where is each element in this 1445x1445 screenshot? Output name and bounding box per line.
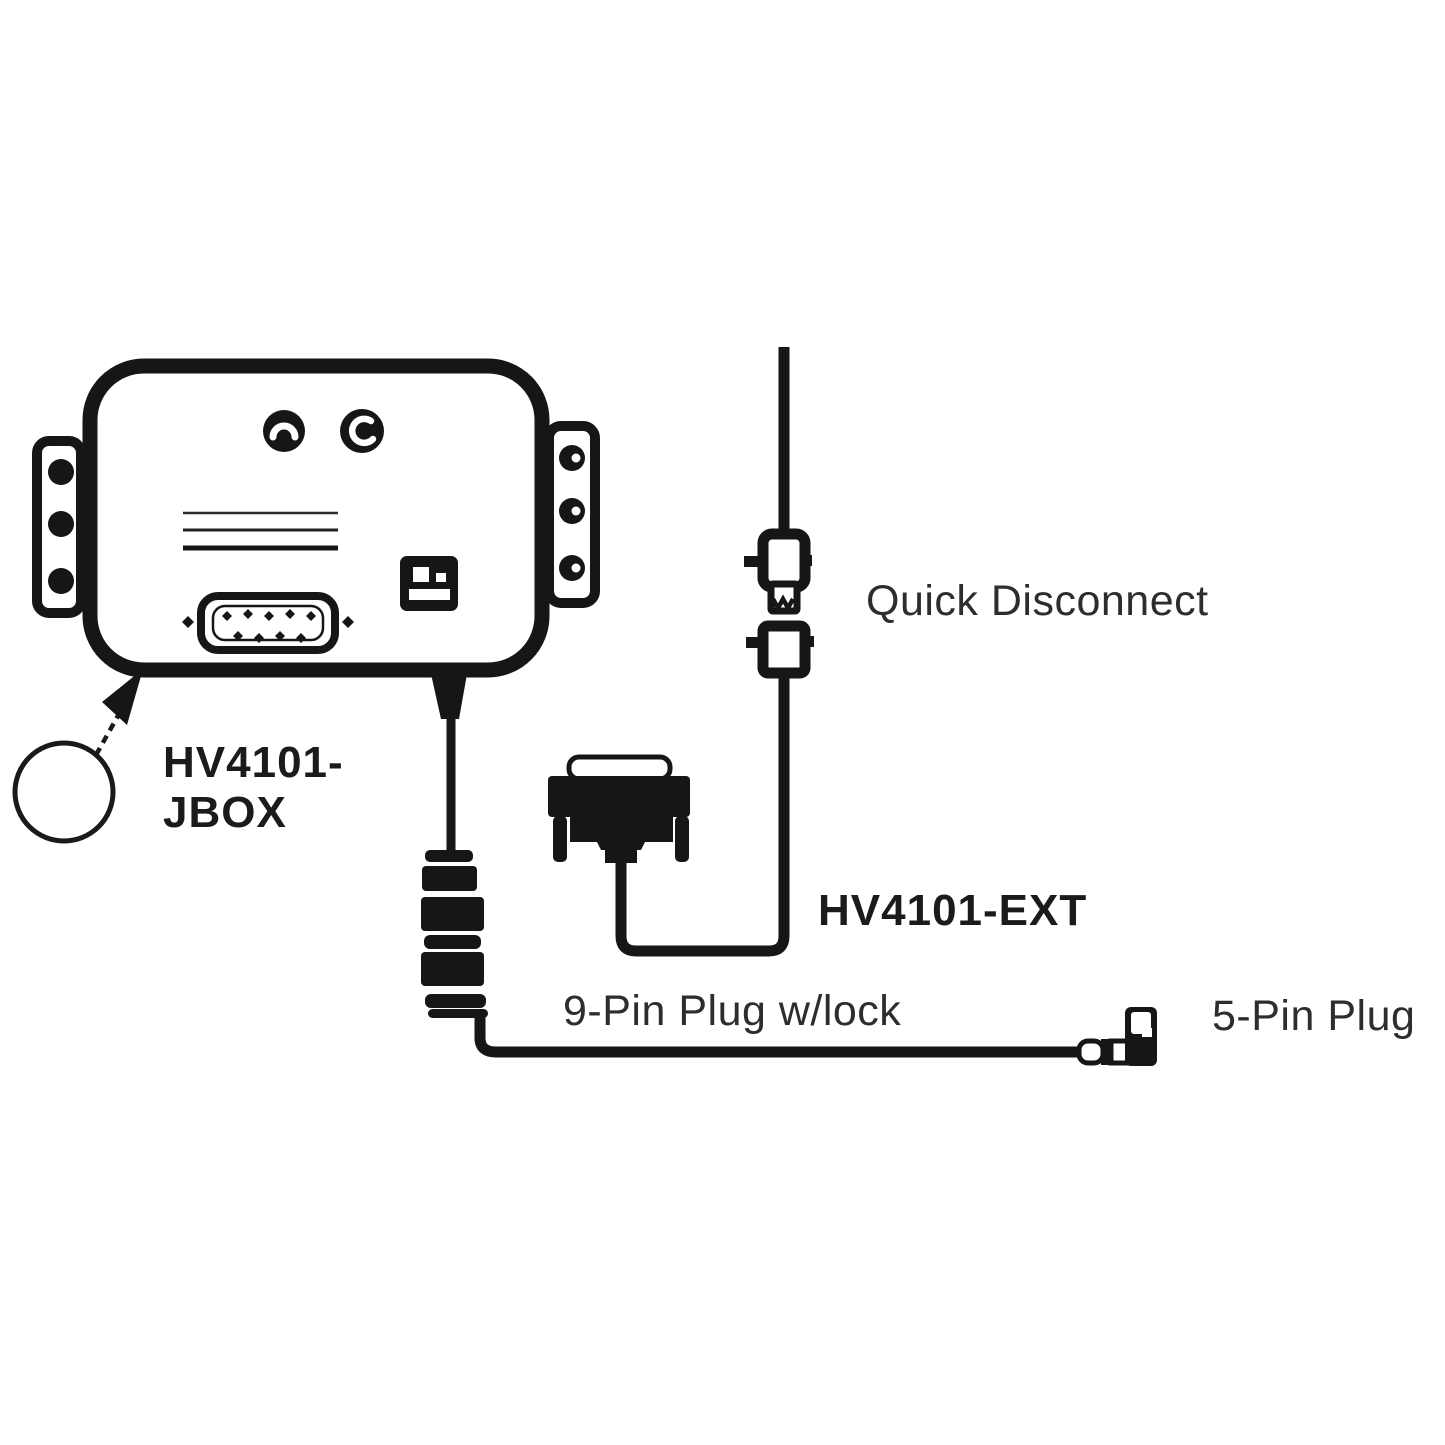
knob-right-icon [340, 409, 384, 453]
jbox-cable-stub [431, 674, 467, 719]
dsub-pin [233, 631, 243, 641]
knob-right-mark [348, 415, 377, 447]
5-pin-right-angle-plug [1076, 1007, 1157, 1066]
fivepin-collar [1076, 1038, 1106, 1066]
dsub-inner-shell [211, 604, 325, 642]
badge-mark [409, 589, 450, 600]
label-jbox-line2: JBOX [163, 788, 287, 837]
dsub-pin [264, 611, 274, 621]
dsub-screw [342, 616, 354, 628]
ext-neck [596, 840, 646, 863]
qd-tip-teeth [771, 594, 795, 613]
fivepin-band [1101, 1039, 1111, 1065]
bracket-screw-icon [48, 568, 74, 594]
label-quick-disconnect: Quick Disconnect [866, 577, 1209, 625]
ext-cap [566, 754, 673, 782]
hv4101-ext-cable-connector [548, 754, 690, 863]
dsub-pin [222, 611, 232, 621]
label-jbox-line1: HV4101- [163, 738, 344, 787]
label-nine-pin-plug: 9-Pin Plug w/lock [563, 987, 901, 1035]
qd-tab [746, 637, 760, 648]
9-pin-dsub-port [182, 592, 354, 654]
qd-tab [744, 556, 758, 567]
dsub-shell [197, 592, 339, 654]
qd-male-body [757, 528, 811, 593]
badge-bg [400, 556, 458, 611]
ext-body-lower [570, 812, 673, 842]
callout-arrow-shaft [94, 712, 121, 757]
mounting-bracket-right [544, 421, 600, 608]
badge-mark [436, 573, 446, 582]
ext-leg-right [675, 816, 689, 862]
screw-slot [571, 506, 581, 516]
badge-mark [413, 567, 429, 582]
callout-circle [12, 740, 116, 844]
label-five-pin-plug: 5-Pin Plug [1212, 992, 1415, 1040]
screw-slot [571, 453, 581, 463]
dsub-pin [296, 633, 306, 643]
label-ext: HV4101-EXT [818, 886, 1087, 935]
fivepin-notch [1142, 1028, 1152, 1037]
plug-band [421, 897, 484, 931]
quick-disconnect-connector-pair [744, 528, 814, 679]
dsub-pin [285, 609, 295, 619]
cable-bottom-horizontal [474, 1016, 1082, 1058]
knob-left-body [263, 410, 305, 452]
plug-band [425, 994, 486, 1008]
plug-band [428, 1009, 488, 1018]
bracket-screw-icon [48, 511, 74, 537]
dsub-screw [182, 616, 194, 628]
plug-band [421, 952, 484, 986]
badge-icon [400, 556, 458, 611]
screw-slot [571, 563, 581, 573]
9-pin-plug-with-lock [421, 850, 488, 1018]
dsub-pin [275, 631, 285, 641]
callout-arrowhead-icon [102, 669, 143, 725]
plug-band [422, 866, 477, 891]
text-labels: HV4101- JBOX HV4101-EXT Quick Disconnect… [163, 577, 1415, 1040]
dsub-pin [243, 609, 253, 619]
plug-band [425, 850, 473, 862]
cable-ext-run [615, 622, 790, 957]
dsub-pin [306, 611, 316, 621]
ext-leg-left [553, 816, 567, 862]
bracket-screw-icon [48, 459, 74, 485]
callout-circle-with-arrow [12, 669, 143, 844]
mounting-bracket-left [32, 436, 86, 618]
dsub-pin [254, 633, 264, 643]
plug-band [424, 935, 481, 949]
knob-right-body [340, 409, 384, 453]
knob-left-icon [263, 410, 305, 452]
junction-box [32, 358, 600, 678]
knob-left-mark [269, 422, 299, 441]
qd-female-body [757, 620, 811, 679]
label-lines [183, 511, 338, 551]
ext-body-upper [548, 776, 690, 817]
